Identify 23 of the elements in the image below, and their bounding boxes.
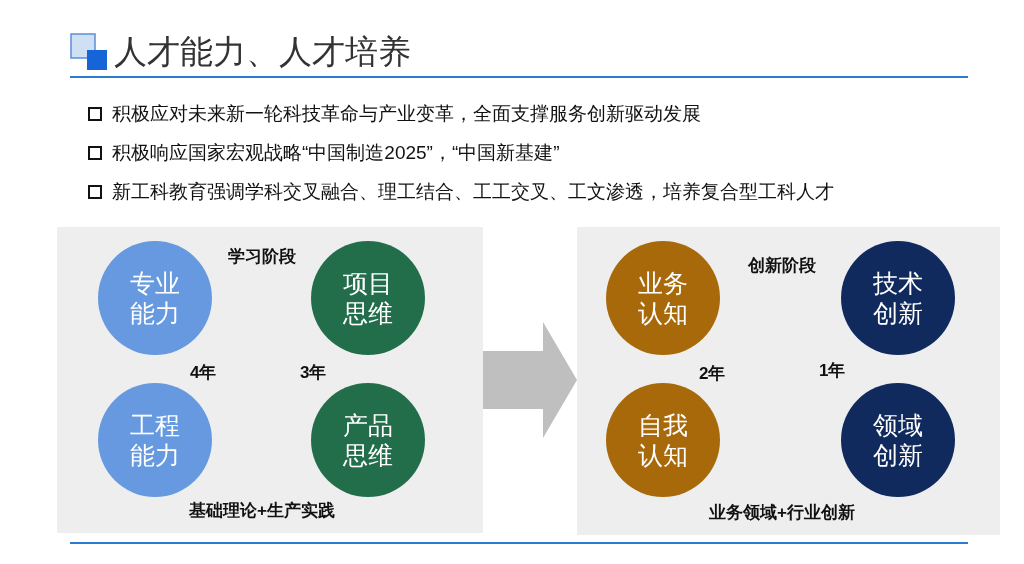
title: 人才能力、人才培养 <box>114 32 411 72</box>
arrow <box>483 322 577 438</box>
stage-panel <box>577 227 1000 535</box>
circle: 领域创新 <box>841 383 955 497</box>
duration-label: 1年 <box>819 360 846 382</box>
circle: 项目思维 <box>311 241 425 355</box>
stage-caption: 基础理论+生产实践 <box>189 500 335 522</box>
stage-heading: 学习阶段 <box>228 246 296 268</box>
duration-label: 4年 <box>190 362 217 384</box>
duration-label: 2年 <box>699 363 726 385</box>
stage-panel <box>57 227 483 533</box>
bullet-text: 新工科教育强调学科交叉融合、理工结合、工工交叉、工文渗透，培养复合型工科人才 <box>112 180 834 204</box>
circle: 产品思维 <box>311 383 425 497</box>
stage-caption: 业务领域+行业创新 <box>709 502 855 524</box>
circle: 业务认知 <box>606 241 720 355</box>
circle: 工程能力 <box>98 383 212 497</box>
duration-label: 3年 <box>300 362 327 384</box>
bullet-text: 积极应对未来新一轮科技革命与产业变革，全面支撑服务创新驱动发展 <box>112 102 701 126</box>
circle: 技术创新 <box>841 241 955 355</box>
circle: 专业能力 <box>98 241 212 355</box>
circle: 自我认知 <box>606 383 720 497</box>
stage-heading: 创新阶段 <box>748 255 816 277</box>
bullet-text: 积极响应国家宏观战略“中国制造2025”，“中国新基建” <box>112 141 560 165</box>
